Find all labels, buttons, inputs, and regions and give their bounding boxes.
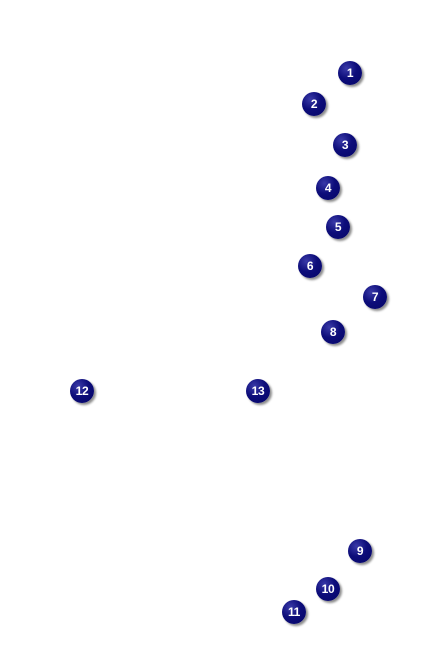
marker-label: 7 bbox=[371, 290, 379, 304]
marker-label: 1 bbox=[346, 66, 354, 80]
marker-label: 12 bbox=[75, 384, 89, 398]
marker-label: 13 bbox=[251, 384, 265, 398]
marker-label: 6 bbox=[306, 259, 314, 273]
marker-10[interactable]: 10 bbox=[316, 577, 340, 601]
marker-4[interactable]: 4 bbox=[316, 176, 340, 200]
marker-label: 5 bbox=[334, 220, 342, 234]
marker-2[interactable]: 2 bbox=[302, 92, 326, 116]
marker-6[interactable]: 6 bbox=[298, 254, 322, 278]
marker-11[interactable]: 11 bbox=[282, 600, 306, 624]
marker-8[interactable]: 8 bbox=[321, 320, 345, 344]
marker-1[interactable]: 1 bbox=[338, 61, 362, 85]
marker-3[interactable]: 3 bbox=[333, 133, 357, 157]
marker-9[interactable]: 9 bbox=[348, 539, 372, 563]
marker-label: 4 bbox=[324, 181, 332, 195]
marker-label: 8 bbox=[329, 325, 337, 339]
marker-label: 10 bbox=[321, 582, 335, 596]
marker-label: 11 bbox=[287, 605, 301, 619]
marker-label: 2 bbox=[310, 97, 318, 111]
marker-7[interactable]: 7 bbox=[363, 285, 387, 309]
marker-label: 3 bbox=[341, 138, 349, 152]
marker-13[interactable]: 13 bbox=[246, 379, 270, 403]
marker-12[interactable]: 12 bbox=[70, 379, 94, 403]
marker-5[interactable]: 5 bbox=[326, 215, 350, 239]
marker-label: 9 bbox=[356, 544, 364, 558]
